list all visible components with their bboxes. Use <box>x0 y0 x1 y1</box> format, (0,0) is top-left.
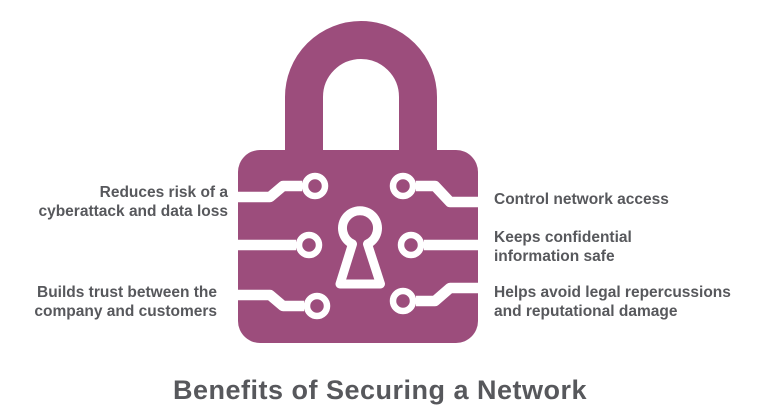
benefit-line: Control network access <box>494 191 669 208</box>
benefit-right-bottom: Helps avoid legal repercussions and repu… <box>494 283 731 321</box>
benefit-line: cyberattack and data loss <box>38 203 228 220</box>
benefit-line: Reduces risk of a <box>99 184 228 201</box>
benefit-line: company and customers <box>34 303 217 320</box>
trace-bottom-left <box>238 289 304 312</box>
node-top-left <box>301 172 329 200</box>
benefit-left-bottom: Builds trust between the company and cus… <box>34 283 217 321</box>
benefit-line: Builds trust between the <box>37 284 217 301</box>
page-title: Benefits of Securing a Network <box>172 375 588 405</box>
benefit-line: information safe <box>494 248 615 265</box>
benefit-left-top: Reduces risk of a cyberattack and data l… <box>38 183 228 221</box>
benefit-right-top: Control network access <box>494 190 669 209</box>
keyhole-icon <box>335 206 385 289</box>
node-bottom-right <box>389 287 417 315</box>
benefit-right-middle: Keeps confidential information safe <box>494 228 632 266</box>
node-middle-left <box>295 231 323 259</box>
trace-top-left <box>238 180 302 203</box>
node-top-right <box>389 172 417 200</box>
benefit-line: Helps avoid legal repercussions <box>494 284 731 301</box>
circuit-traces <box>238 180 478 312</box>
benefit-line: Keeps confidential <box>494 229 632 246</box>
trace-top-right <box>416 180 478 208</box>
circuit-nodes <box>295 172 425 320</box>
node-bottom-left <box>303 292 331 320</box>
trace-bottom-right <box>416 282 478 307</box>
node-middle-right <box>397 231 425 259</box>
benefit-line: and reputational damage <box>494 303 678 320</box>
padlock-shackle-icon <box>285 21 437 165</box>
